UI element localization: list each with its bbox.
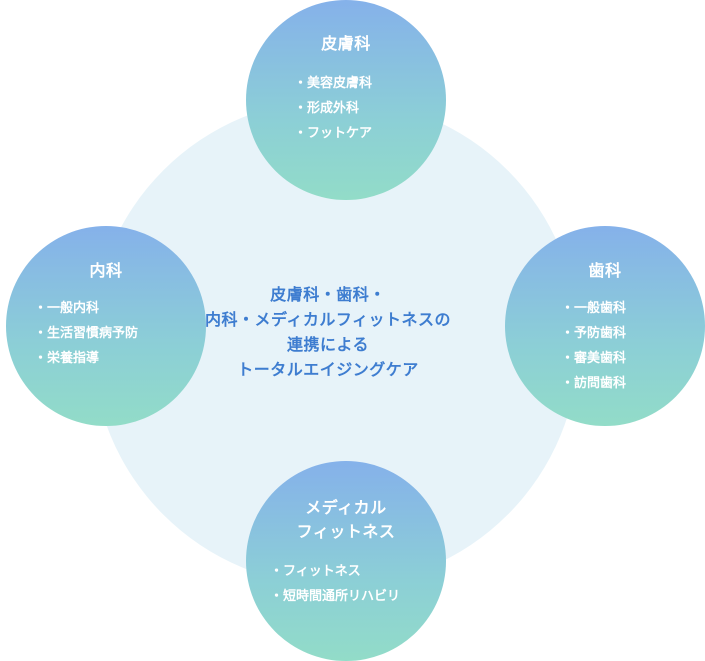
list-item: 予防歯科 bbox=[561, 321, 626, 346]
center-message: 皮膚科・歯科・ 内科・メディカルフィットネスの 連携による トータルエイジングケ… bbox=[178, 282, 478, 382]
list-item: フィットネス bbox=[270, 559, 400, 584]
list-item: 美容皮膚科 bbox=[294, 71, 372, 96]
center-message-line-3: 連携による bbox=[286, 335, 370, 354]
dermatology-circle: 皮膚科 美容皮膚科 形成外科 フットケア bbox=[246, 0, 446, 200]
medical-fitness-title-line-1: メディカル bbox=[305, 498, 387, 517]
dermatology-list: 美容皮膚科 形成外科 フットケア bbox=[294, 71, 372, 146]
list-item: 一般内科 bbox=[34, 296, 138, 321]
internal-medicine-title: 内科 bbox=[89, 261, 123, 280]
list-item: 訪問歯科 bbox=[561, 371, 626, 396]
medical-fitness-title: メディカル フィットネス bbox=[246, 496, 446, 544]
list-item: 審美歯科 bbox=[561, 346, 626, 371]
medical-fitness-circle: メディカル フィットネス フィットネス 短時間通所リハビリ bbox=[246, 461, 446, 661]
center-message-line-4: トータルエイジングケア bbox=[237, 360, 419, 379]
dental-list: 一般歯科 予防歯科 審美歯科 訪問歯科 bbox=[561, 296, 626, 396]
list-item: 栄養指導 bbox=[34, 346, 138, 371]
center-message-line-1: 皮膚科・歯科・ bbox=[270, 285, 386, 304]
internal-medicine-circle: 内科 一般内科 生活習慣病予防 栄養指導 bbox=[6, 226, 206, 426]
list-item: 短時間通所リハビリ bbox=[270, 584, 400, 609]
list-item: 形成外科 bbox=[294, 96, 372, 121]
list-item: フットケア bbox=[294, 121, 372, 146]
medical-fitness-title-line-2: フィットネス bbox=[296, 522, 396, 541]
dermatology-title: 皮膚科 bbox=[321, 34, 371, 53]
center-message-line-2: 内科・メディカルフィットネスの bbox=[204, 310, 452, 329]
internal-medicine-list: 一般内科 生活習慣病予防 栄養指導 bbox=[34, 296, 138, 371]
list-item: 一般歯科 bbox=[561, 296, 626, 321]
dental-circle: 歯科 一般歯科 予防歯科 審美歯科 訪問歯科 bbox=[505, 226, 705, 426]
list-item: 生活習慣病予防 bbox=[34, 321, 138, 346]
medical-fitness-list: フィットネス 短時間通所リハビリ bbox=[270, 559, 400, 609]
dental-title: 歯科 bbox=[588, 261, 622, 280]
